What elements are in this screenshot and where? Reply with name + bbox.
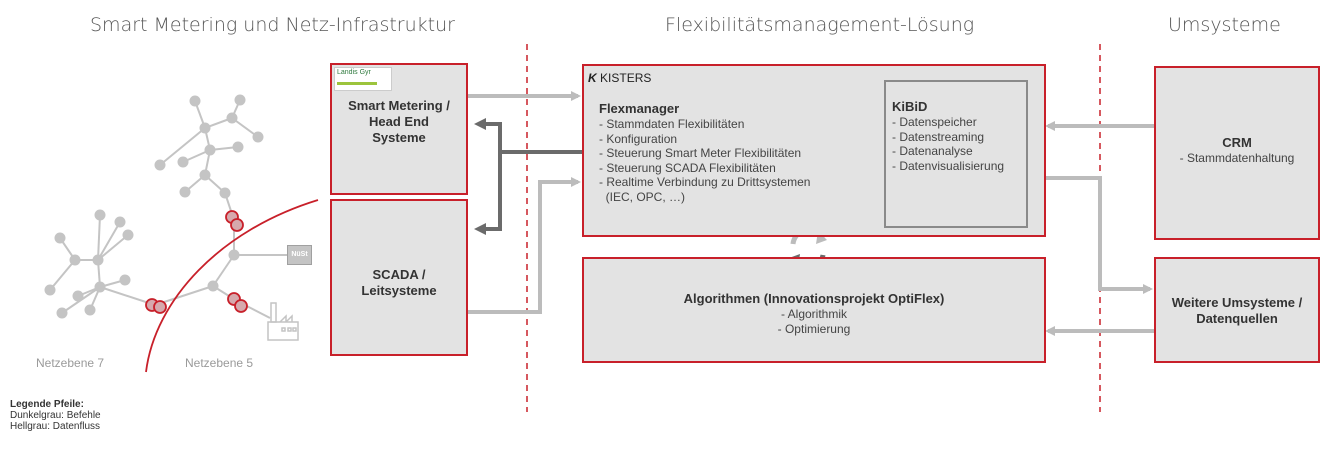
highlighted-node xyxy=(153,300,167,314)
weitere-umsysteme-title: Weitere Umsysteme / Datenquellen xyxy=(1171,295,1303,326)
kibid-title: KiBiD xyxy=(892,99,928,114)
network-node xyxy=(72,290,84,302)
network-node xyxy=(228,249,240,261)
legend-dark: Dunkelgrau: Befehle xyxy=(10,410,101,421)
network-node xyxy=(189,95,201,107)
section-title-umsysteme: Umsysteme xyxy=(1168,14,1281,36)
network-node xyxy=(122,229,134,241)
legend-light: Hellgrau: Datenfluss xyxy=(10,421,101,432)
kibid-box: KiBiD - Datenspeicher - Datenstreaming -… xyxy=(884,80,1028,228)
flexmanager-item: - Steuerung Smart Meter Flexibilitäten xyxy=(599,146,802,160)
highlighted-node xyxy=(230,218,244,232)
legend: Legende Pfeile: Dunkelgrau: Befehle Hell… xyxy=(10,399,101,432)
arrow-scada-to-flex xyxy=(467,177,581,314)
legend-title: Legende Pfeile: xyxy=(10,399,84,410)
kisters-k-icon: K xyxy=(588,71,597,85)
factory-icon xyxy=(267,302,299,341)
kibid-item: - Datenanalyse xyxy=(892,144,973,158)
kisters-logo: K KISTERS xyxy=(588,71,652,85)
algorithmen-item: - Optimierung xyxy=(777,321,851,336)
network-node xyxy=(54,232,66,244)
flexmanager-title: Flexmanager xyxy=(599,101,680,116)
network-node xyxy=(226,112,238,124)
weitere-umsysteme-box: Weitere Umsysteme / Datenquellen xyxy=(1154,257,1320,363)
network-node xyxy=(44,284,56,296)
network-node xyxy=(69,254,81,266)
landis-gyr-logo: Landis Gyr xyxy=(334,67,392,91)
network-nodes xyxy=(44,94,264,319)
network-node xyxy=(199,122,211,134)
highlighted-nodes xyxy=(145,210,248,314)
network-level-boundary xyxy=(145,199,319,373)
network-node xyxy=(94,281,106,293)
flexmanager-item: - Realtime Verbindung zu Drittsystemen xyxy=(599,175,811,189)
algorithmen-box: Algorithmen (Innovationsprojekt OptiFlex… xyxy=(582,257,1046,363)
smart-metering-title: Smart Metering / Head End Systeme xyxy=(348,98,450,145)
arrow-flex-commands-scada xyxy=(474,152,502,235)
arrow-flex-commands xyxy=(474,118,582,154)
smart-metering-box: Landis Gyr Smart Metering / Head End Sys… xyxy=(330,63,468,195)
scada-box: SCADA / Leitsysteme xyxy=(330,199,468,356)
crm-title: CRM xyxy=(1222,135,1252,150)
scada-title: SCADA / Leitsysteme xyxy=(361,267,437,298)
flexmanager-item: - Konfiguration xyxy=(599,131,678,146)
nust-label: NüSt xyxy=(291,251,308,258)
network-node xyxy=(114,216,126,228)
network-node xyxy=(207,280,219,292)
flexmanager-item: - Steuerung SCADA Flexibilitäten xyxy=(599,160,776,175)
algorithmen-item: - Algorithmik xyxy=(780,307,848,321)
kibid-item: - Datenvisualisierung xyxy=(892,158,1005,173)
kibid-item: - Datenspeicher xyxy=(892,115,977,129)
network-node xyxy=(199,169,211,181)
network-node xyxy=(94,209,106,221)
section-title-flex-solution: Flexibilitätsmanagement-Lösung xyxy=(665,14,975,36)
crm-subtitle: - Stammdatenhaltung xyxy=(1179,151,1295,165)
network-node xyxy=(154,159,166,171)
flexmanager-item: - Stammdaten Flexibilitäten xyxy=(599,117,745,131)
network-node xyxy=(84,304,96,316)
arrow-flex-to-weitere xyxy=(1044,176,1153,294)
nust-station: NüSt xyxy=(287,245,312,265)
network-node xyxy=(119,274,131,286)
label-netzebene-7: Netzebene 7 xyxy=(36,356,105,370)
flexmanager-item: (IEC, OPC, …) xyxy=(599,189,686,204)
network-node xyxy=(179,186,191,198)
network-node xyxy=(204,144,216,156)
network-node xyxy=(219,187,231,199)
flexmanager-box: K KISTERS Flexmanager - Stammdaten Flexi… xyxy=(582,64,1046,237)
network-node xyxy=(92,254,104,266)
kibid-item: - Datenstreaming xyxy=(892,129,985,144)
section-title-infrastructure: Smart Metering und Netz-Infrastruktur xyxy=(90,14,455,36)
network-node xyxy=(232,141,244,153)
network-node xyxy=(56,307,68,319)
algorithmen-title: Algorithmen (Innovationsprojekt OptiFlex… xyxy=(683,291,945,306)
network-node xyxy=(234,94,246,106)
label-netzebene-5: Netzebene 5 xyxy=(185,356,254,370)
network-lines xyxy=(49,99,290,319)
network-node xyxy=(252,131,264,143)
crm-box: CRM - Stammdatenhaltung xyxy=(1154,66,1320,240)
network-node xyxy=(177,156,189,168)
highlighted-node xyxy=(234,299,248,313)
